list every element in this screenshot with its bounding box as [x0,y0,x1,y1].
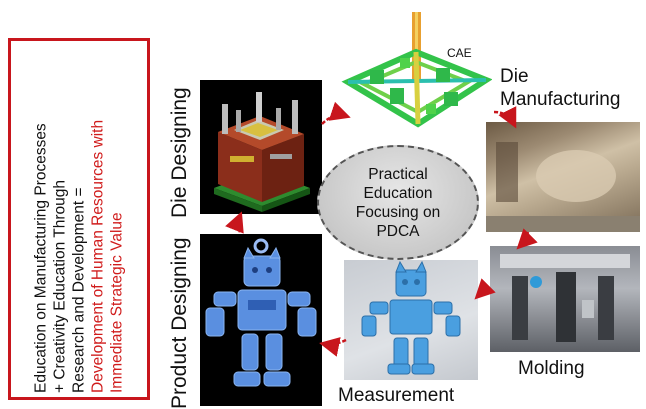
die-manufacturing-image [486,122,640,232]
arrow-die-to-cae [321,101,351,125]
arrow-product-to-die [225,211,244,234]
label-die-manufacturing-line2: Manufacturing [500,89,621,110]
pdca-center-ellipse: Practical Education Focusing on PDCA [317,145,479,260]
label-measurement: Measurement [338,385,455,406]
center-line-4: PDCA [376,222,420,240]
die-design-image [200,80,322,214]
label-cae: CAE [447,46,472,60]
product-design-image [200,234,322,406]
arrow-die-manufacturing-to-molding [516,228,538,250]
center-line-3: Focusing on [355,203,441,221]
molding-image [490,246,640,352]
measurement-image [344,260,478,380]
arrow-measurement-to-product [319,337,347,357]
cae-image [340,12,492,140]
arrow-cae-to-die-manufacturing [493,106,517,129]
arrow-molding-to-measurement [474,278,496,300]
center-line-1: Practical [368,165,428,183]
center-line-2: Education [363,184,433,202]
label-molding: Molding [518,358,585,379]
label-die-manufacturing-line1: Die [500,66,529,87]
summary-box: Education on Manufacturing Processes + C… [8,38,150,400]
